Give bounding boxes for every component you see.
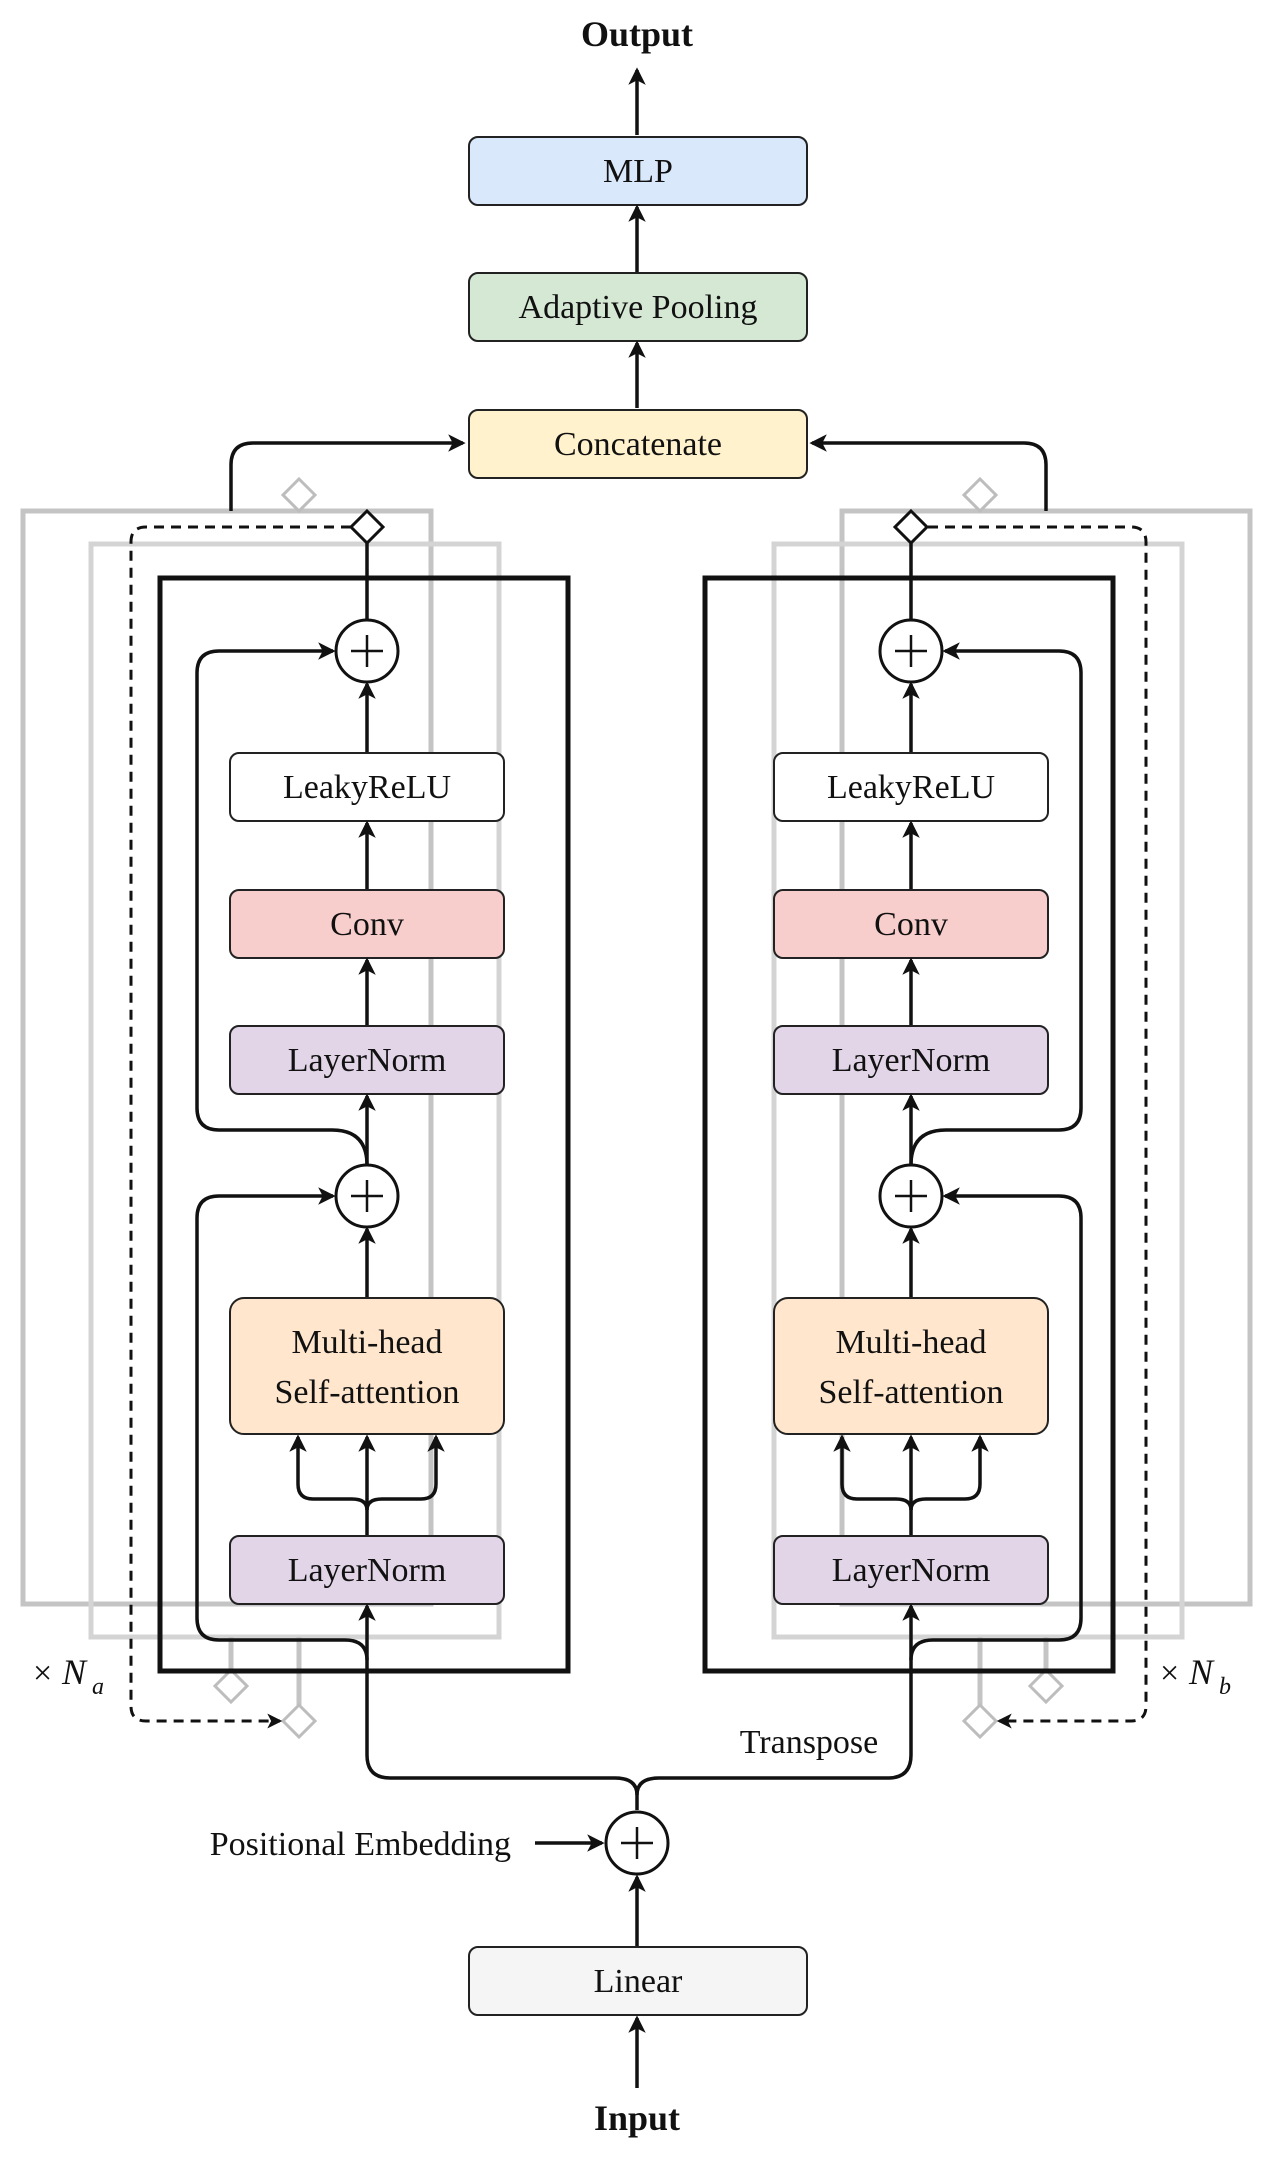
- branch-a-residual-top: [195, 642, 369, 1166]
- branch-a-frame: [157, 575, 571, 1674]
- output-title: Output: [581, 14, 693, 54]
- branch-b-leaky-label: LeakyReLU: [827, 769, 995, 806]
- branch-a-repeat-label: × N a: [33, 1652, 104, 1700]
- branch-b-mhsa-label-2: Self-attention: [818, 1374, 1003, 1411]
- branch-b-residual-bottom: [909, 1187, 1083, 1661]
- branch-b-repeat-n: N: [1188, 1652, 1215, 1692]
- branch-a-layernorm-top-label: LayerNorm: [288, 1042, 447, 1079]
- input-title: Input: [594, 2098, 680, 2138]
- branch-b-ghost-diamond-low1: [1027, 1667, 1065, 1705]
- branch-a-qkv-right: [365, 1434, 445, 1511]
- branch-b-repeat-loop: [911, 525, 1148, 1729]
- input-split-to-branch-a: [358, 1603, 639, 1810]
- branch-b-ghost-diamond-top: [961, 476, 999, 514]
- branch-b-repeat-label: × N b: [1160, 1652, 1231, 1700]
- mlp-label: MLP: [603, 153, 673, 190]
- branch-a-residual-bottom: [195, 1187, 369, 1661]
- branch-a-qkv-left: [289, 1434, 369, 1511]
- branch-b-mhsa-box: [773, 1297, 1049, 1435]
- branch-a-to-concat: [229, 434, 466, 511]
- branch-b-layernorm-bottom-label: LayerNorm: [832, 1552, 991, 1589]
- branch-b: LeakyReLU Conv LayerNorm Multi-head Self…: [773, 543, 1083, 1661]
- input-split-to-branch-b: [635, 1603, 920, 1796]
- linear-label: Linear: [594, 1963, 683, 2000]
- branch-a-repeat-times: ×: [33, 1655, 52, 1692]
- branch-b-frame: [702, 575, 1116, 1674]
- branch-b-repeat-times: ×: [1160, 1655, 1179, 1692]
- branch-a-output-diamond: [348, 508, 386, 546]
- branch-b-repeat-subscript: b: [1219, 1674, 1231, 1700]
- branch-a-repeat-subscript: a: [92, 1674, 104, 1700]
- branch-a: LeakyReLU Conv LayerNorm Multi-head Self…: [195, 543, 505, 1661]
- branch-a-layernorm-bottom-label: LayerNorm: [288, 1552, 447, 1589]
- pooling-node: Adaptive Pooling: [468, 272, 808, 342]
- branch-a-mhsa-label-1: Multi-head: [291, 1324, 442, 1361]
- transpose-label: Transpose: [740, 1724, 879, 1761]
- branch-b-layernorm-top-label: LayerNorm: [832, 1042, 991, 1079]
- branch-b-qkv-right: [909, 1434, 989, 1511]
- linear-box: [468, 1946, 808, 2016]
- branch-b-output-diamond: [892, 508, 930, 546]
- positional-embedding-label: Positional Embedding: [210, 1826, 511, 1863]
- branch-a-repeat-n: N: [61, 1652, 88, 1692]
- branch-a-repeat-loop: [129, 525, 351, 1729]
- branch-a-ghost-diamond-low2: [280, 1702, 318, 1740]
- mlp-node: MLP: [468, 136, 808, 206]
- branch-a-mhsa-label-2: Self-attention: [274, 1374, 459, 1411]
- branch-b-qkv-left: [833, 1434, 913, 1511]
- branch-b-conv-label: Conv: [874, 906, 948, 943]
- branch-b-to-concat: [809, 434, 1048, 511]
- branch-a-leaky-label: LeakyReLU: [283, 769, 451, 806]
- linear-node: Linear: [468, 1946, 808, 2016]
- branch-b-mhsa-label-1: Multi-head: [835, 1324, 986, 1361]
- concat-node: Concatenate: [468, 409, 808, 479]
- concat-box: [468, 409, 808, 479]
- branch-a-mhsa-box: [229, 1297, 505, 1435]
- branch-b-residual-top: [909, 642, 1083, 1166]
- branch-a-ghost-diamond-top: [280, 476, 318, 514]
- branch-a-conv-label: Conv: [330, 906, 404, 943]
- pooling-label: Adaptive Pooling: [519, 289, 758, 326]
- concat-label: Concatenate: [554, 426, 722, 463]
- branch-a-ghost-diamond-low1: [212, 1667, 250, 1705]
- branch-b-ghost-diamond-low2: [961, 1702, 999, 1740]
